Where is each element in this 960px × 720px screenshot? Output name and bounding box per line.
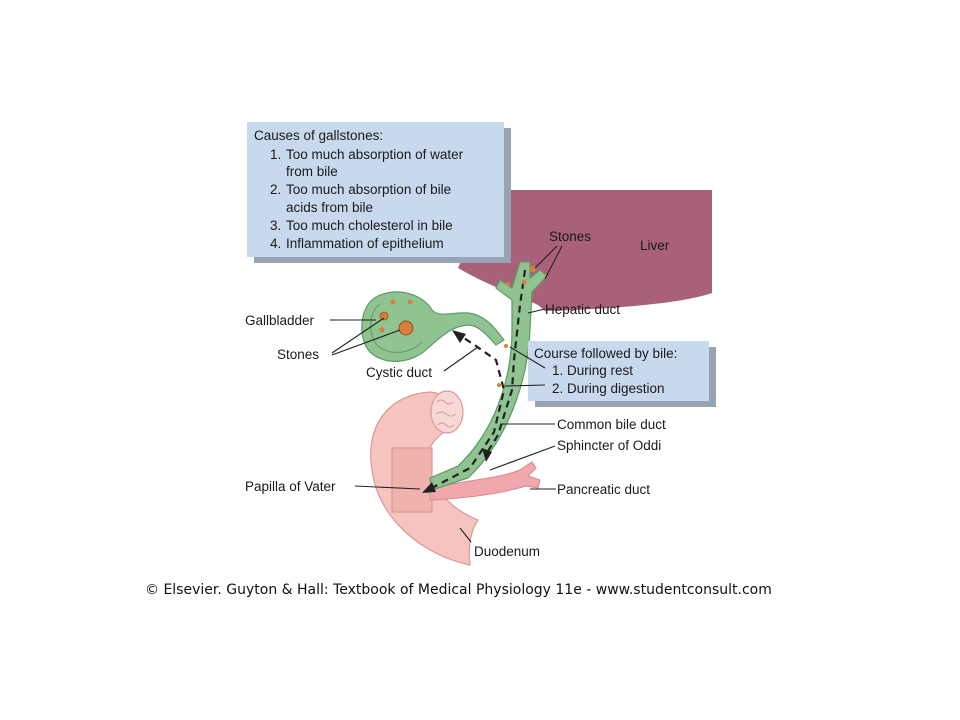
stone	[379, 327, 385, 333]
course-text: During digestion	[567, 381, 665, 396]
stone	[506, 282, 510, 286]
cause-num: 1.	[270, 147, 281, 162]
cause-text: Too much cholesterol in bile	[286, 218, 453, 233]
label-gallbladder: Gallbladder	[245, 313, 315, 328]
cause-text: Too much absorption of bile	[286, 182, 451, 197]
stone	[530, 266, 536, 272]
stone	[521, 279, 527, 285]
gallstones	[379, 266, 536, 387]
causes-title: Causes of gallstones:	[254, 128, 383, 143]
course-arrowhead	[452, 330, 466, 343]
stone	[398, 320, 414, 336]
causes-info-box: Causes of gallstones: 1. Too much absorp…	[247, 122, 511, 263]
label-papilla: Papilla of Vater	[245, 479, 336, 494]
cause-text: from bile	[286, 164, 338, 179]
stone	[390, 299, 396, 305]
label-liver: Liver	[640, 238, 670, 253]
cause-num: 2.	[270, 182, 281, 197]
cause-text: Too much absorption of water	[286, 147, 464, 162]
label-duodenum: Duodenum	[474, 544, 540, 559]
pancreatic-duct-shape	[429, 461, 541, 501]
course-text: During rest	[567, 363, 633, 378]
cause-text: acids from bile	[286, 200, 373, 215]
course-num: 1.	[552, 363, 563, 378]
credit-line: © Elsevier. Guyton & Hall: Textbook of M…	[145, 582, 772, 598]
leader-lines	[330, 245, 563, 543]
course-title: Course followed by bile:	[534, 346, 677, 361]
label-hepatic-duct: Hepatic duct	[545, 302, 620, 317]
label-sphincter: Sphincter of Oddi	[557, 438, 661, 453]
label-stones-top: Stones	[549, 229, 591, 244]
stone	[497, 383, 501, 387]
label-cystic-duct: Cystic duct	[366, 365, 432, 380]
cause-text: Inflammation of epithelium	[286, 236, 444, 251]
course-num: 2.	[552, 381, 563, 396]
stone	[504, 344, 508, 348]
duodenum-shape	[370, 390, 479, 566]
stone	[379, 311, 389, 321]
gallbladder-shape	[361, 291, 505, 362]
cause-num: 4.	[270, 236, 281, 251]
label-stones-left: Stones	[277, 347, 319, 362]
course-info-box: Course followed by bile: 1. During rest …	[528, 341, 716, 407]
stone	[407, 299, 413, 305]
bile-course-rest-path	[484, 269, 527, 457]
bile-course-digestion-path	[427, 331, 506, 491]
label-common-bile-duct: Common bile duct	[557, 417, 666, 432]
course-arrowhead	[482, 448, 492, 462]
course-arrowhead	[422, 482, 436, 493]
label-pancreatic-duct: Pancreatic duct	[557, 482, 650, 497]
cause-num: 3.	[270, 218, 281, 233]
